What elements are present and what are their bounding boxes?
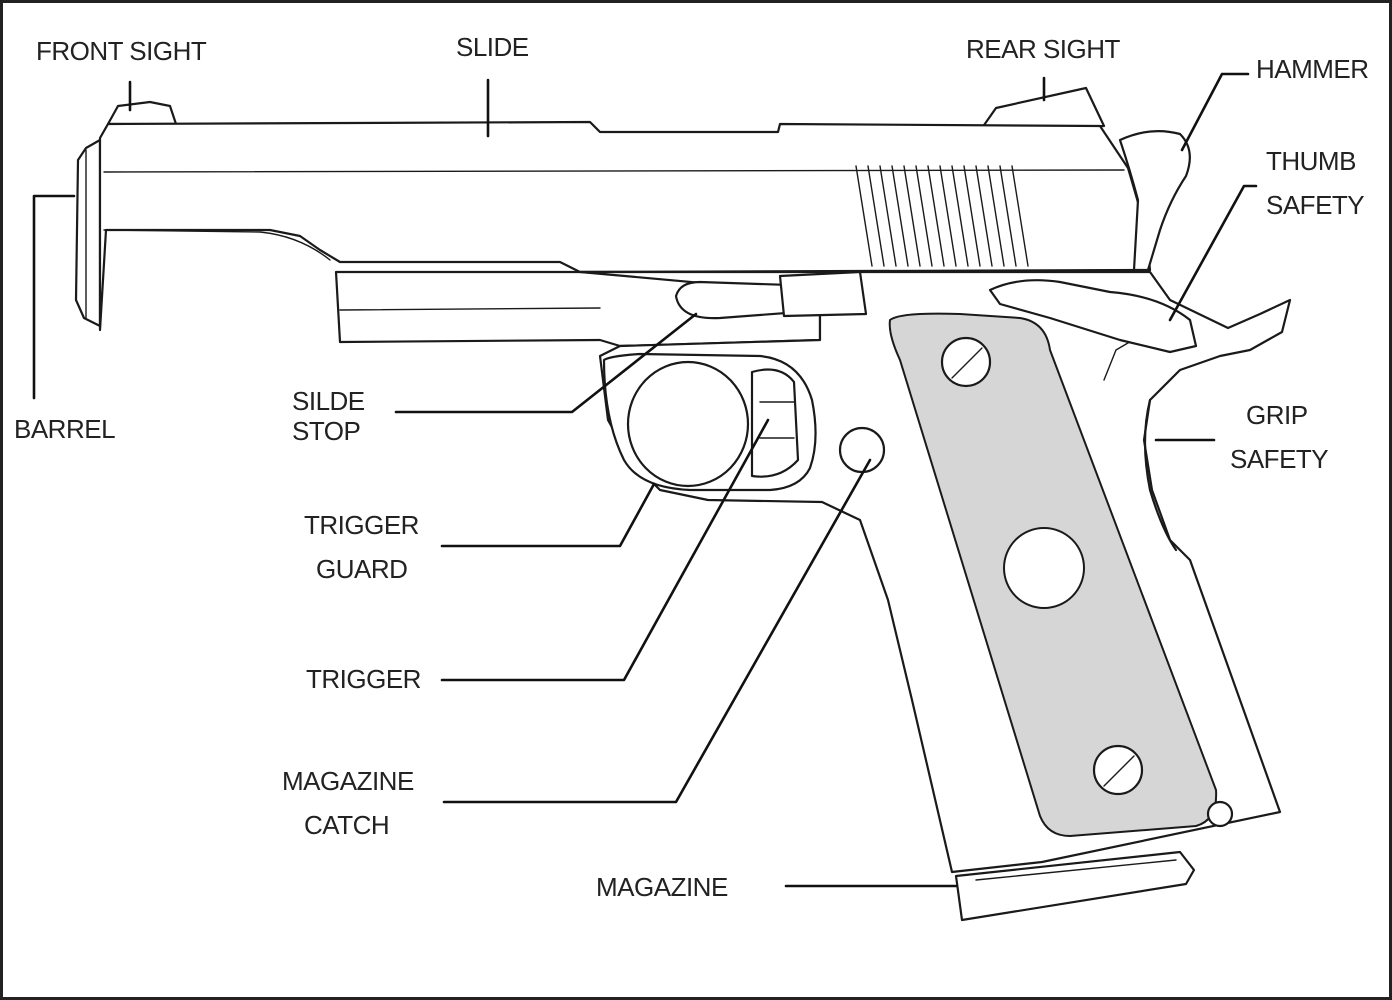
- leader-hammer: [1180, 72, 1250, 152]
- leader-lines: [32, 72, 1258, 888]
- slide-shape: [98, 120, 1152, 332]
- magazine-base: [954, 850, 1196, 922]
- label-magazine: MAGAZINE: [596, 872, 728, 902]
- pistol-drawing: [74, 86, 1292, 922]
- label-magazine-catch-line1: MAGAZINE: [282, 766, 414, 796]
- label-barrel: BARREL: [14, 414, 115, 444]
- label-slide-stop-line2: STOP: [292, 416, 360, 446]
- label-trigger: TRIGGER: [306, 664, 421, 694]
- magazine-catch-shape: [838, 426, 886, 474]
- label-grip-safety-line1: GRIP: [1246, 400, 1308, 430]
- trigger-shape: [750, 368, 800, 478]
- grip-safety-shape: [1143, 398, 1178, 552]
- label-trigger-guard-line2: GUARD: [316, 554, 407, 584]
- label-thumb-safety-line2: SAFETY: [1266, 190, 1364, 220]
- barrel-muzzle: [74, 138, 102, 328]
- label-slide: SLIDE: [456, 32, 529, 62]
- thumb-safety-shape: [988, 279, 1198, 354]
- grip-medallion: [1003, 527, 1085, 609]
- label-front-sight: FRONT SIGHT: [36, 36, 207, 66]
- label-trigger-guard-line1: TRIGGER: [304, 510, 419, 540]
- label-magazine-catch-line2: CATCH: [304, 810, 389, 840]
- trigger-guard-opening: [626, 360, 750, 488]
- label-slide-stop-line1: SILDE: [292, 386, 365, 416]
- leader-thumb-safety: [1168, 184, 1258, 322]
- leader-trigger-guard: [440, 482, 656, 548]
- grip-screw-top: [940, 336, 992, 388]
- label-hammer: HAMMER: [1256, 54, 1369, 84]
- label-grip-safety-line2: SAFETY: [1230, 444, 1328, 474]
- leader-magazine-catch: [442, 458, 872, 804]
- front-sight-shape: [106, 100, 178, 126]
- slide-serrations: [855, 165, 1029, 267]
- leader-slide-stop: [394, 312, 698, 414]
- grip-screw-bottom: [1092, 744, 1144, 796]
- hammer-shape: [1118, 129, 1191, 272]
- leader-barrel: [32, 194, 76, 400]
- label-rear-sight: REAR SIGHT: [966, 34, 1121, 64]
- part-labels: FRONT SIGHT SLIDE REAR SIGHT HAMMER THUM…: [14, 32, 1369, 902]
- label-thumb-safety-line1: THUMB: [1266, 146, 1356, 176]
- leader-trigger: [440, 418, 770, 682]
- lanyard-loop: [1206, 800, 1234, 828]
